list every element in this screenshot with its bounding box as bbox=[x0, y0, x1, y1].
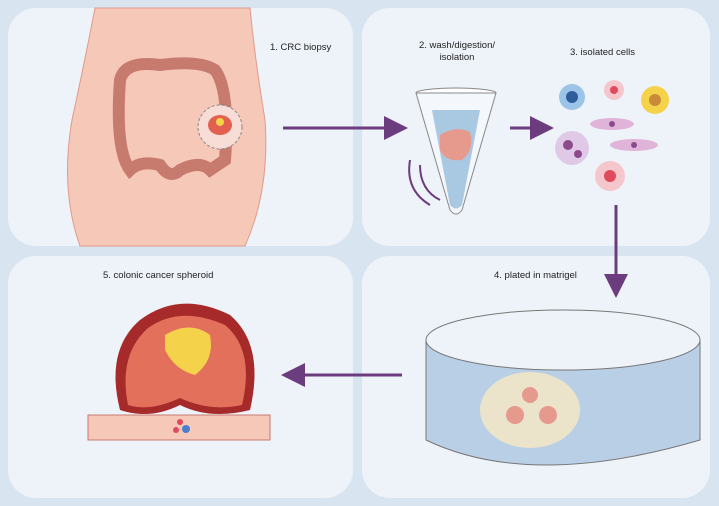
step-1-label: 1. CRC biopsy bbox=[270, 42, 332, 53]
cells-illustration bbox=[555, 80, 669, 191]
step-2-label-line1: 2. wash/digestion/ bbox=[418, 40, 496, 51]
dish-illustration bbox=[425, 309, 701, 466]
step-2-label: 2. wash/digestion/ isolation bbox=[410, 40, 504, 64]
step-2-label-line2: isolation bbox=[439, 52, 475, 63]
torso-illustration bbox=[67, 7, 267, 247]
step-5-label: 5. colonic cancer spheroid bbox=[103, 270, 214, 281]
step-3-label: 3. isolated cells bbox=[570, 47, 635, 58]
step-4-label: 4. plated in matrigel bbox=[494, 270, 577, 281]
spheroid-illustration bbox=[87, 303, 271, 441]
tube-illustration bbox=[408, 87, 497, 215]
